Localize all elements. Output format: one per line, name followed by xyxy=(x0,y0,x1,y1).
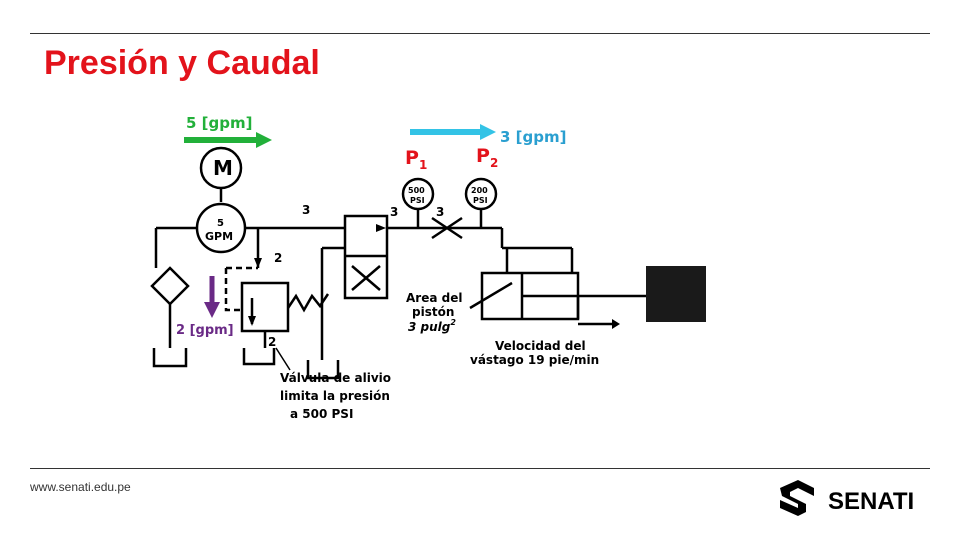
load-block xyxy=(646,266,706,322)
piston-label-line2: pistón xyxy=(412,305,454,319)
velocity-label-line1: Velocidad del xyxy=(495,339,586,353)
piston-label: Area del xyxy=(406,291,462,305)
flow-in-label: 5 [gpm] xyxy=(186,114,252,132)
hydraulic-circuit-diagram: 5 [gpm] 3 [gpm] 2 [gpm] M 5 GPM P1 P2 50… xyxy=(140,98,710,436)
line-label-2-bottom: 2 xyxy=(268,335,276,349)
relief-label-line1: Válvula de alivio xyxy=(280,371,391,385)
p2-label: P2 xyxy=(476,145,498,170)
line-label-3-mid: 3 xyxy=(390,205,398,219)
page-title: Presión y Caudal xyxy=(44,44,320,82)
relief-flow-label: 2 [gpm] xyxy=(176,323,234,338)
flow-out-label: 3 [gpm] xyxy=(500,128,566,146)
p1-label: P1 xyxy=(405,147,427,172)
top-divider xyxy=(30,33,930,34)
gauge2-value: 200 xyxy=(471,186,488,195)
bottom-divider xyxy=(30,468,930,469)
website-url: www.senati.edu.pe xyxy=(30,480,131,494)
svg-text:SENATI: SENATI xyxy=(828,488,914,515)
gauge2-unit: PSI xyxy=(473,196,488,205)
pump-unit: GPM xyxy=(205,230,233,243)
line-label-3-left: 3 xyxy=(302,203,310,217)
pump-value: 5 xyxy=(217,218,224,229)
piston-area-label: 3 pulg2 xyxy=(408,318,456,334)
senati-emblem-icon xyxy=(780,480,814,516)
gauge1-value: 500 xyxy=(408,186,425,195)
gauge1-unit: PSI xyxy=(410,196,425,205)
line-label-3-right: 3 xyxy=(436,205,444,219)
relief-label-line2: limita la presión xyxy=(280,389,390,403)
velocity-label-line2: vástago 19 pie/min xyxy=(470,353,599,367)
senati-logo: SENATI xyxy=(780,480,914,516)
relief-label-line3: a 500 PSI xyxy=(290,407,353,421)
motor-label: M xyxy=(213,156,233,180)
line-label-2-top: 2 xyxy=(274,251,282,265)
